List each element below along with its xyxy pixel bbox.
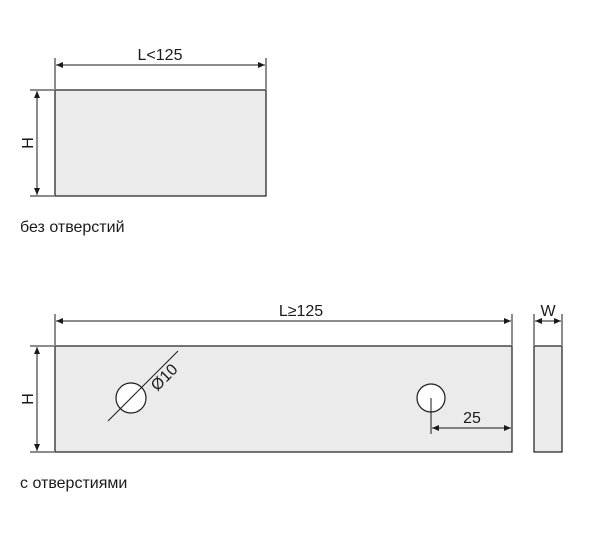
width-label: W	[540, 303, 556, 320]
plate-with-holes: L≥125 H Ø10 25 W с	[20, 303, 563, 492]
side-view: W	[533, 303, 563, 453]
plate-body	[54, 89, 267, 197]
height-dimension: H	[20, 345, 54, 453]
height-label: H	[20, 137, 37, 149]
plate-without-holes: L<125 H без отверстий	[20, 47, 267, 236]
length-dimension: L≥125	[54, 303, 513, 345]
caption-with-holes: с отверстиями	[20, 475, 127, 492]
length-dimension: L<125	[54, 47, 267, 89]
hole-offset-label: 25	[463, 410, 481, 427]
height-label: H	[20, 393, 37, 405]
length-label: L<125	[138, 47, 183, 64]
hole-right: 25	[416, 383, 511, 434]
caption-without-holes: без отверстий	[20, 219, 125, 236]
side-body	[533, 345, 563, 453]
length-label: L≥125	[279, 303, 323, 320]
height-dimension: H	[20, 89, 54, 197]
